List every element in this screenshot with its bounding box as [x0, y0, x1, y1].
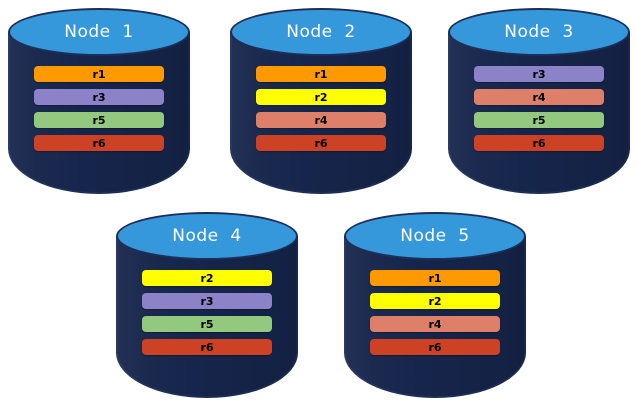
- replica-label: r1: [314, 67, 328, 81]
- database-node[interactable]: Node 4 r2 r3 r5 r6: [116, 212, 298, 398]
- replica-label: r3: [92, 90, 106, 104]
- cylinder-top-ellipse: [8, 8, 190, 56]
- replica-label: r2: [314, 90, 328, 104]
- replica-bar[interactable]: r4: [474, 89, 604, 105]
- database-node[interactable]: Node 1 r1 r3 r5 r6: [8, 8, 190, 194]
- replica-bar[interactable]: r6: [474, 135, 604, 151]
- replica-list: r3 r4 r5 r6: [448, 66, 630, 151]
- replica-label: r4: [428, 317, 442, 331]
- replica-label: r6: [532, 136, 546, 150]
- replica-bar[interactable]: r3: [142, 293, 272, 309]
- replica-label: r5: [92, 113, 106, 127]
- replica-bar[interactable]: r2: [256, 89, 386, 105]
- node-label: Node 5: [400, 226, 470, 246]
- replica-bar[interactable]: r3: [34, 89, 164, 105]
- replica-list: r1 r2 r4 r6: [344, 270, 526, 355]
- replica-label: r2: [200, 271, 214, 285]
- replica-label: r5: [532, 113, 546, 127]
- replica-bar[interactable]: r6: [142, 339, 272, 355]
- replica-bar[interactable]: r1: [34, 66, 164, 82]
- replica-label: r1: [92, 67, 106, 81]
- replica-bar[interactable]: r5: [34, 112, 164, 128]
- replica-bar[interactable]: r6: [34, 135, 164, 151]
- replica-bar[interactable]: r5: [142, 316, 272, 332]
- replica-label: r3: [532, 67, 546, 81]
- replica-label: r3: [200, 294, 214, 308]
- cylinder-top-ellipse: [448, 8, 630, 56]
- database-node[interactable]: Node 3 r3 r4 r5 r6: [448, 8, 630, 194]
- replica-bar[interactable]: r4: [370, 316, 500, 332]
- replica-bar[interactable]: r5: [474, 112, 604, 128]
- replica-label: r5: [200, 317, 214, 331]
- replica-bar[interactable]: r3: [474, 66, 604, 82]
- database-node[interactable]: Node 5 r1 r2 r4 r6: [344, 212, 526, 398]
- node-label: Node 2: [286, 22, 356, 42]
- replica-label: r6: [92, 136, 106, 150]
- replica-label: r1: [428, 271, 442, 285]
- database-node[interactable]: Node 2 r1 r2 r4 r6: [230, 8, 412, 194]
- cylinder-top-ellipse: [116, 212, 298, 260]
- replica-bar[interactable]: r1: [370, 270, 500, 286]
- replica-bar[interactable]: r2: [370, 293, 500, 309]
- replica-bar[interactable]: r1: [256, 66, 386, 82]
- replica-list: r1 r3 r5 r6: [8, 66, 190, 151]
- replica-label: r6: [200, 340, 214, 354]
- cylinder-top-ellipse: [230, 8, 412, 56]
- node-label: Node 1: [64, 22, 134, 42]
- replica-bar[interactable]: r4: [256, 112, 386, 128]
- node-label: Node 4: [172, 226, 242, 246]
- replica-label: r6: [428, 340, 442, 354]
- replica-bar[interactable]: r6: [256, 135, 386, 151]
- node-label: Node 3: [504, 22, 574, 42]
- replica-bar[interactable]: r2: [142, 270, 272, 286]
- replica-bar[interactable]: r6: [370, 339, 500, 355]
- cylinder-top-ellipse: [344, 212, 526, 260]
- replica-label: r2: [428, 294, 442, 308]
- replica-label: r4: [314, 113, 328, 127]
- replica-list: r1 r2 r4 r6: [230, 66, 412, 151]
- replica-label: r6: [314, 136, 328, 150]
- replica-label: r4: [532, 90, 546, 104]
- replica-list: r2 r3 r5 r6: [116, 270, 298, 355]
